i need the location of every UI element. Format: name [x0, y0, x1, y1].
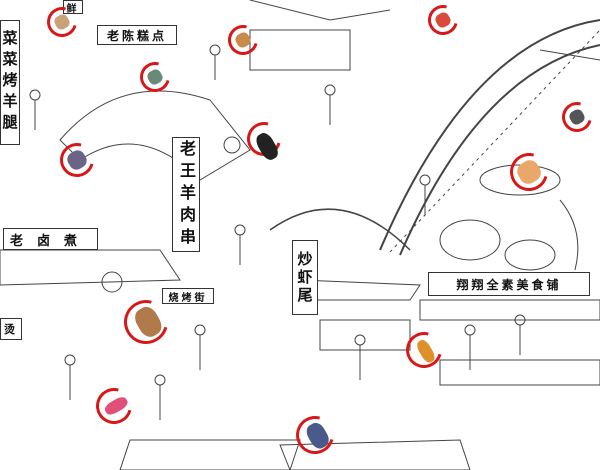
- sign-stew: 老卤煮: [3, 228, 98, 250]
- sign-lamb-skewers: 老王羊肉串: [172, 137, 200, 252]
- arch-bridge: [379, 19, 600, 256]
- lantern: [101, 271, 123, 293]
- crowd-figures: [29, 44, 526, 420]
- sign-partial-hot: 烫: [0, 318, 22, 340]
- vegetable-basket: [439, 164, 579, 271]
- lantern: [223, 136, 241, 154]
- sign-partial-top: 鲜: [63, 0, 83, 15]
- sign-cake-shop: 老陈糕点: [97, 25, 177, 45]
- sign-bbq-street: 烧烤街: [162, 288, 214, 304]
- sign-crayfish: 炒虾尾: [292, 240, 318, 315]
- sign-vegetarian-shop: 翔翔全素美食铺: [428, 272, 590, 296]
- sign-roast-lamb-leg: 菜菜烤羊腿: [0, 20, 20, 145]
